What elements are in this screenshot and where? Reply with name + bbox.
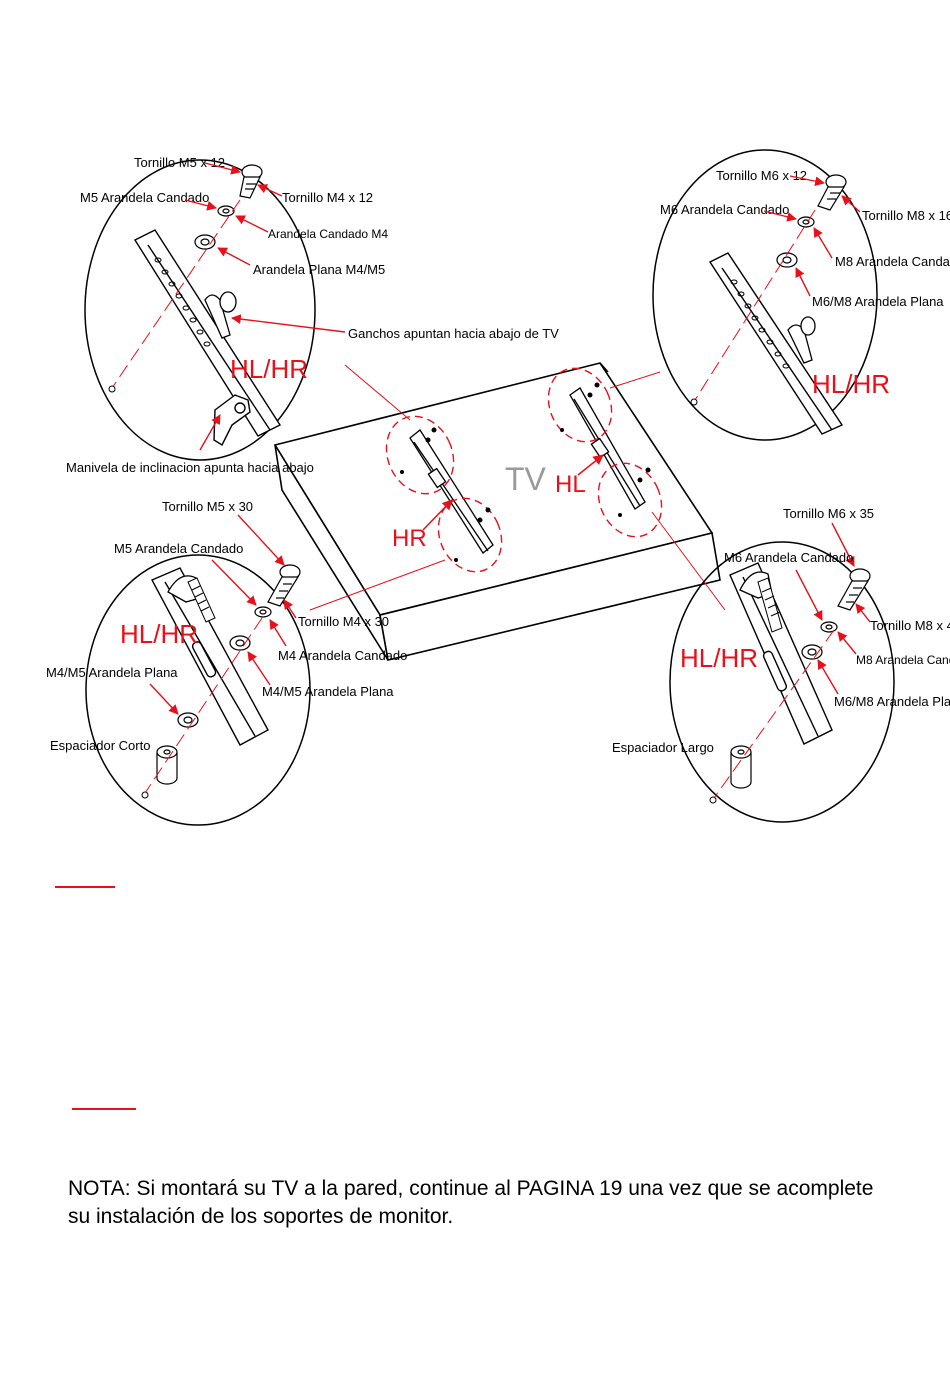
label-flat-washer-a: M4/M5 Arandela Plana [46, 665, 178, 680]
label-m5-lock-washer-b: M5 Arandela Candado [114, 541, 243, 556]
flat-washer-icon [801, 644, 823, 660]
label-screw-m5x12: Tornillo M5 x 12 [134, 155, 225, 170]
tv-callout-ellipses [385, 367, 663, 573]
tv-label: TV [505, 461, 547, 497]
screw-icon [837, 568, 871, 611]
label-screw-m4x12: Tornillo M4 x 12 [282, 190, 373, 205]
screw-icon [817, 174, 847, 211]
hl-label: HL [555, 471, 586, 498]
label-short-spacer: Espaciador Corto [50, 738, 150, 753]
spacer-bolt-icon [757, 577, 783, 633]
screw-icon [239, 164, 263, 199]
label-crank-note: Manivela de inclinacion apunta hacia aba… [66, 460, 314, 475]
long-spacer-icon [730, 745, 752, 789]
hlhr-label-bottom-left: HL/HR [120, 619, 198, 649]
spacer-bolt-icon [187, 577, 216, 623]
label-m5-lock-washer: M5 Arandela Candado [80, 190, 209, 205]
label-screw-m6x12: Tornillo M6 x 12 [716, 168, 807, 183]
label-screw-m4x30: Tornillo M4 x 30 [298, 614, 389, 629]
label-m4-lock-washer-b: M4 Arandela Candado [278, 648, 407, 663]
label-m4-lock-washer: Arandela Candado M4 [268, 227, 388, 241]
detail-bottom-left: HL/HR Tornillo M5 x 30 M5 Arandela Canda… [46, 499, 407, 826]
lock-washer-icon [797, 216, 815, 228]
lock-washer-icon [820, 621, 838, 633]
label-screw-m8x16: Tornillo M8 x 16 [862, 208, 950, 223]
label-flat-washer-m4m5: Arandela Plana M4/M5 [253, 262, 385, 277]
tv-panel [273, 362, 721, 661]
lock-washer-icon [217, 205, 235, 217]
flat-washer-icon [776, 252, 798, 268]
tv-screws [400, 382, 651, 562]
label-screw-m5x30: Tornillo M5 x 30 [162, 499, 253, 514]
tilt-crank-icon [213, 394, 251, 447]
label-hooks-note: Ganchos apuntan hacia abajo de TV [348, 326, 559, 341]
label-m6-lock-washer-b: M6 Arandela Candado [724, 550, 853, 565]
hlhr-label-bottom-right: HL/HR [680, 643, 758, 673]
hr-label: HR [392, 525, 427, 552]
screw-icon [267, 564, 301, 607]
detail-bottom-right: HL/HR Tornillo M6 x 35 M6 Arandela Canda… [612, 506, 950, 823]
detail-top-left: HL/HR Tornillo M5 x 12 M5 Arandela Canda… [66, 155, 559, 475]
lock-washer-icon [254, 606, 272, 618]
label-flat-washer-m6m8: M6/M8 Arandela Plana [812, 294, 944, 309]
detail-top-right: HL/HR Tornillo M6 x 12 M6 Arandela Canda… [652, 149, 950, 441]
hlhr-label-top-left: HL/HR [230, 354, 308, 384]
tv-bracket-hr [409, 429, 494, 554]
flat-washer-icon [177, 635, 251, 728]
flat-washer-icon [194, 234, 216, 250]
short-spacer-icon [156, 745, 178, 785]
label-screw-m8x40: Tornillo M8 x 40 [870, 618, 950, 633]
label-screw-m6x35: Tornillo M6 x 35 [783, 506, 874, 521]
label-flat-washer-m6m8-b: M6/M8 Arandela Plana [834, 694, 950, 709]
label-m6-lock-washer: M6 Arandela Candado [660, 202, 789, 217]
label-m8-lock-washer-b: M8 Arandela Candado [856, 653, 950, 667]
note-line-1: NOTA: Si montará su TV a la pared, conti… [68, 1177, 874, 1200]
label-flat-washer-b: M4/M5 Arandela Plana [262, 684, 394, 699]
callout-connector-lines [309, 364, 726, 611]
tv-bracket-hl [569, 387, 646, 510]
hlhr-label-top-right: HL/HR [812, 369, 890, 399]
installation-note: NOTA: Si montará su TV a la pared, conti… [68, 1175, 938, 1231]
label-long-spacer: Espaciador Largo [612, 740, 714, 755]
label-m8-lock-washer: M8 Arandela Candado [835, 254, 950, 269]
note-line-2: su instalación de los soportes de monito… [68, 1205, 454, 1228]
